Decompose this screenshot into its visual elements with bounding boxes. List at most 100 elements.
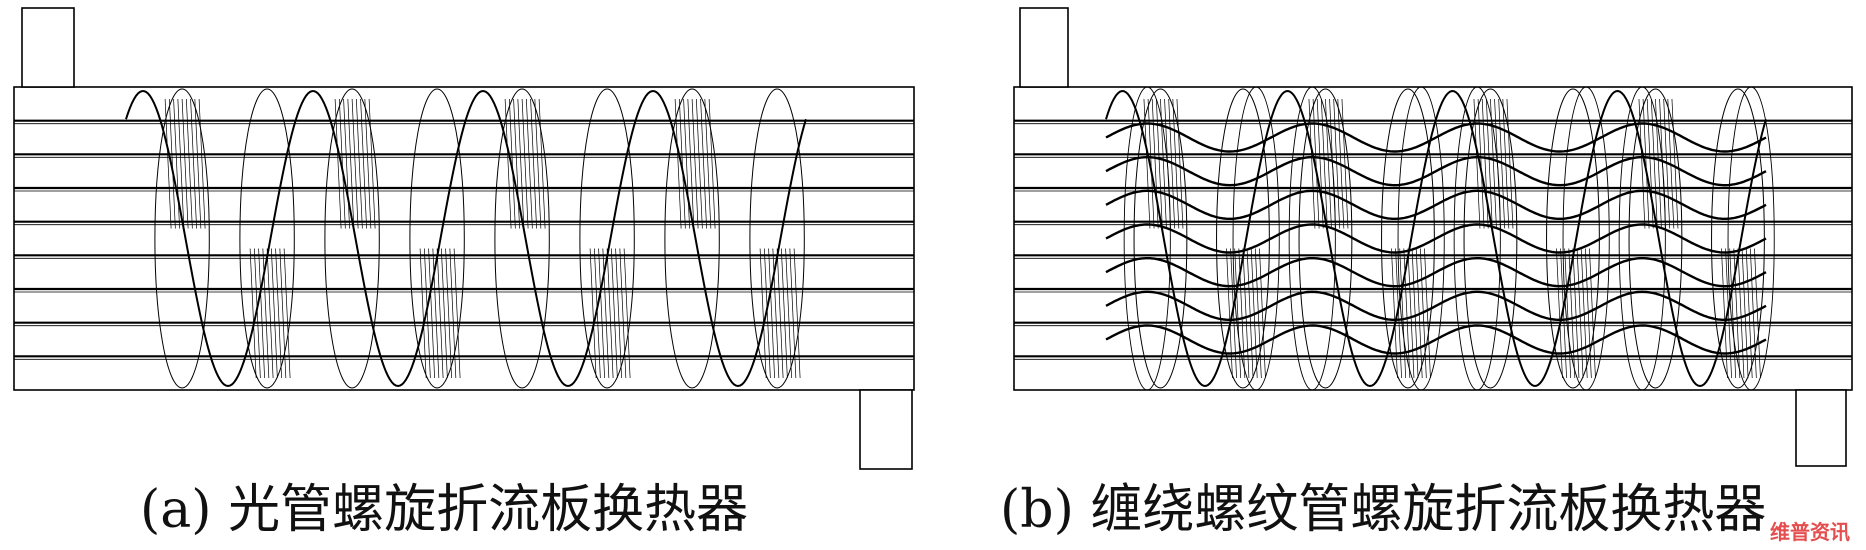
baffle-hatch [776, 248, 784, 379]
inlet-nozzle [1019, 7, 1069, 88]
wound-wire [1105, 223, 1767, 254]
baffle-hatch [504, 98, 512, 229]
baffle-hatch [432, 248, 440, 379]
baffle-hatch [266, 248, 274, 379]
baffle-segment [1133, 88, 1188, 389]
wound-wire [1105, 189, 1767, 220]
baffle-hatch [368, 98, 376, 229]
baffle-hatch [356, 98, 363, 229]
baffle-hatch [1151, 98, 1159, 229]
baffle-hatch [364, 98, 372, 229]
baffle-hatch [254, 248, 261, 379]
baffle-hatch [279, 248, 287, 379]
baffle-hatch [275, 248, 282, 379]
baffle-hatch [602, 248, 610, 379]
baffle-hatch [513, 98, 520, 229]
helical-baffle-curve [1105, 89, 1767, 388]
baffle-hatch [1176, 98, 1184, 229]
baffle-hatch [1308, 98, 1316, 229]
baffle-hatch [1395, 248, 1402, 379]
baffle-hatch [1403, 248, 1411, 379]
baffle-hatch [759, 248, 767, 379]
baffle-hatch [1642, 98, 1650, 229]
baffle-hatch [1671, 98, 1679, 229]
baffle-hatch [1560, 248, 1567, 379]
baffle-segment [579, 88, 635, 389]
baffle-hatch [1399, 248, 1407, 379]
heat-exchanger-diagrams [13, 7, 1853, 470]
baffle-hatch [1589, 248, 1596, 379]
baffle-hatch [534, 98, 542, 229]
baffle-hatch [1741, 248, 1749, 379]
baffle-segment [1453, 86, 1501, 391]
baffle-segment [154, 88, 210, 389]
baffle-hatch [428, 248, 435, 379]
baffle-hatch [1230, 248, 1237, 379]
baffle-hatch [177, 98, 185, 229]
baffle-hatch [623, 248, 631, 379]
baffle-hatch [190, 98, 197, 229]
baffle-hatch [679, 98, 686, 229]
baffle-hatch [1733, 248, 1741, 379]
baffle-hatch [453, 248, 461, 379]
baffle-hatch [530, 98, 537, 229]
baffle-hatch [1391, 248, 1398, 379]
baffle-hatch [1568, 248, 1576, 379]
baffle-hatch [441, 248, 448, 379]
baffle-hatch [1234, 248, 1242, 379]
panel-a-smooth-tube-exchanger [13, 7, 915, 470]
baffle-hatch [1147, 98, 1155, 229]
baffle-hatch [1473, 98, 1481, 229]
wound-wire [1105, 324, 1767, 355]
outlet-nozzle [1795, 389, 1847, 467]
baffle-hatch [1572, 248, 1580, 379]
baffle-hatch [258, 248, 265, 379]
baffle-hatch [1312, 98, 1320, 229]
baffle-hatch [347, 98, 355, 229]
baffle-hatch [1155, 98, 1163, 229]
baffle-hatch [704, 98, 712, 229]
baffle-hatch [611, 248, 618, 379]
baffle-segment [1397, 86, 1445, 391]
baffle-hatch [1320, 98, 1328, 229]
baffle-hatch [1564, 248, 1572, 379]
baffle-hatch [173, 98, 180, 229]
baffle-segment [239, 88, 295, 389]
caption-b: (b) 缠绕螺纹管螺旋折流板换热器 [1000, 480, 1767, 540]
baffle-hatch [1485, 98, 1493, 229]
baffle-hatch [445, 248, 452, 379]
baffle-segment [1727, 86, 1775, 391]
baffle-hatch [700, 98, 707, 229]
baffle-segment [749, 88, 805, 389]
baffle-hatch [619, 248, 627, 379]
baffle-segment [494, 88, 550, 389]
baffle-segment [1298, 88, 1353, 389]
baffle-hatch [509, 98, 516, 229]
shell [1013, 86, 1853, 391]
baffle-segment [1123, 86, 1171, 391]
wound-wire [1105, 257, 1767, 288]
baffle-hatch [521, 98, 529, 229]
baffle-hatch [589, 248, 597, 379]
baffle-hatch [1650, 98, 1658, 229]
baffle-hatch [271, 248, 278, 379]
baffle-hatch [1725, 248, 1732, 379]
baffle-hatch [334, 98, 342, 229]
baffle-hatch [436, 248, 444, 379]
baffle-segment [1463, 88, 1518, 389]
baffle-hatch [1721, 248, 1728, 379]
baffle-hatch [674, 98, 682, 229]
baffle-hatch [691, 98, 699, 229]
baffle-hatch [598, 248, 605, 379]
baffle-hatch [424, 248, 431, 379]
baffle-hatch [764, 248, 771, 379]
baffle-hatch [793, 248, 801, 379]
baffle-segment [1232, 86, 1280, 391]
baffle-hatch [1242, 248, 1250, 379]
inlet-nozzle [21, 7, 75, 88]
baffle-hatch [164, 98, 172, 229]
baffle-hatch [1316, 98, 1324, 229]
baffle-hatch [526, 98, 533, 229]
baffle-hatch [194, 98, 202, 229]
